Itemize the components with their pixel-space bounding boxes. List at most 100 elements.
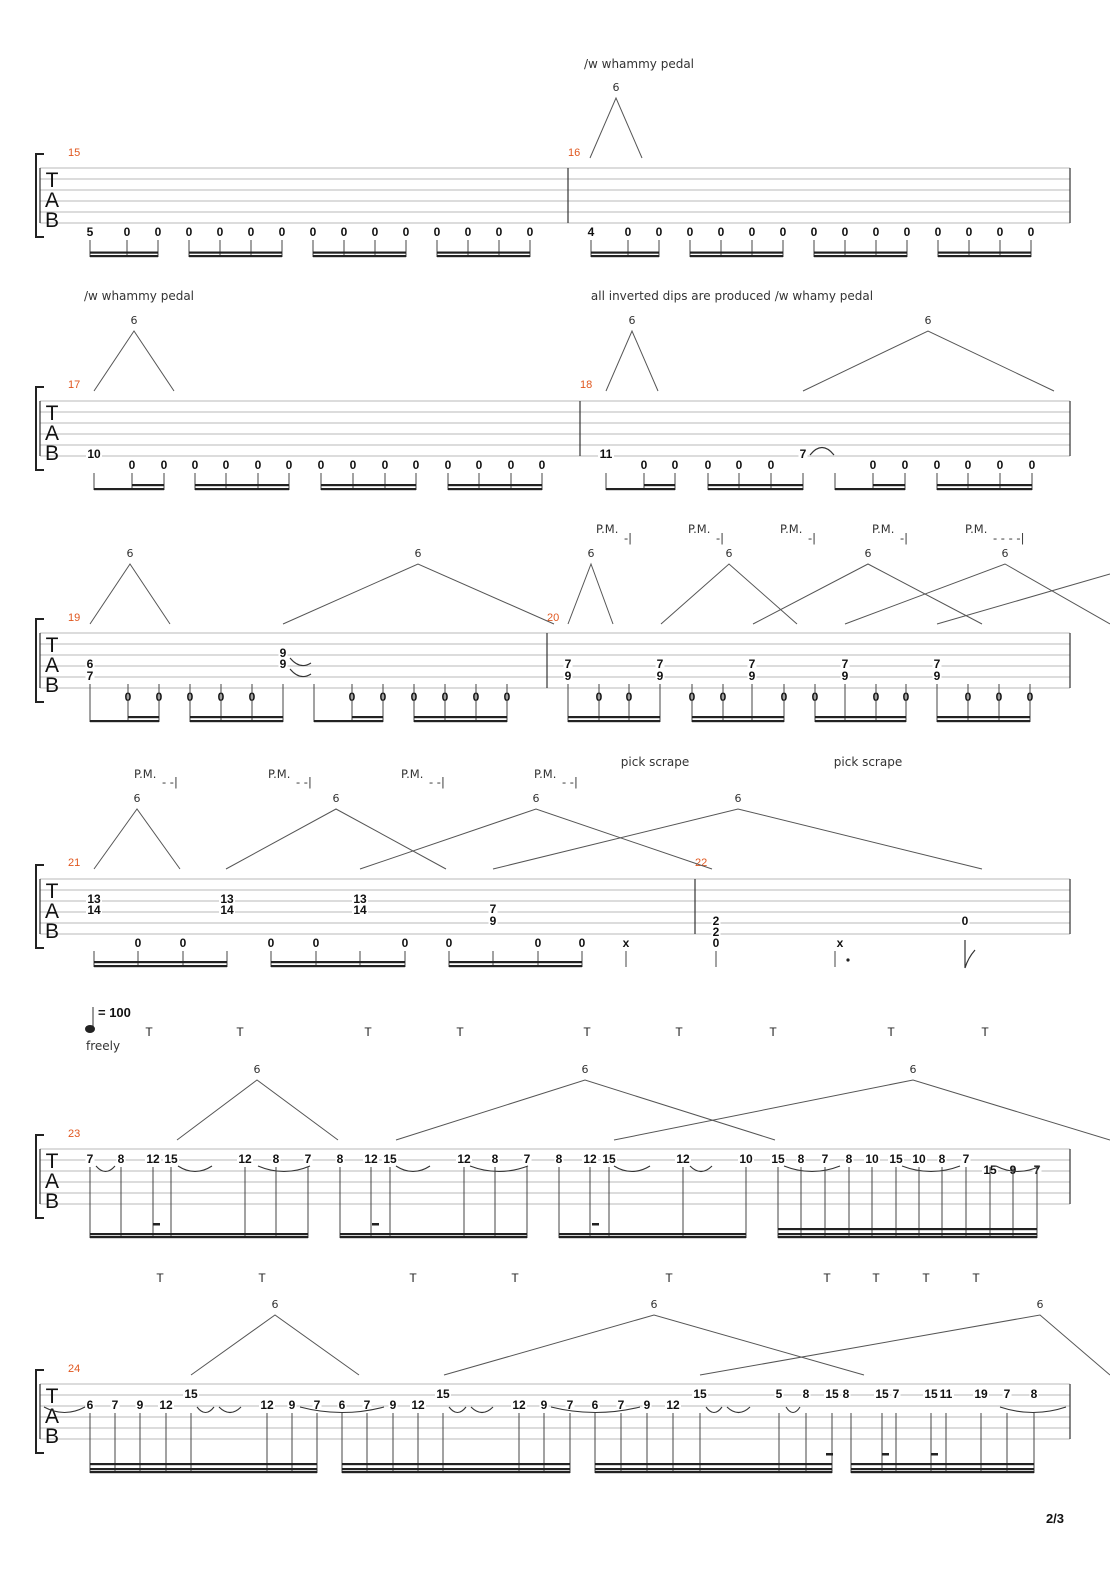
fret-bg — [271, 1153, 281, 1165]
beam — [606, 488, 675, 491]
page-number: 2/3 — [1046, 1511, 1064, 1526]
fret-bg — [840, 226, 850, 238]
fret-number: 0 — [313, 936, 320, 950]
fret-number: 0 — [870, 458, 877, 472]
beam-secondary — [814, 251, 907, 254]
dip-amount: 6 — [272, 1298, 279, 1311]
fret-bg — [703, 459, 713, 471]
fret-number: 12 — [146, 1152, 160, 1166]
dip-amount: 6 — [925, 314, 932, 327]
fret-number: 0 — [255, 458, 262, 472]
tie-arc — [689, 1165, 713, 1173]
fret-bg — [490, 1153, 500, 1165]
fret-bg — [778, 226, 788, 238]
fret-bg — [278, 658, 288, 670]
tie-arc — [299, 1406, 385, 1414]
tab-clef-a: A — [45, 900, 59, 923]
fret-bg — [410, 1399, 426, 1411]
beam-secondary — [414, 716, 507, 719]
beam-secondary — [313, 251, 406, 254]
beam — [90, 1236, 308, 1239]
whammy-dip-bracket — [395, 1079, 776, 1141]
bar-number: 24 — [68, 1363, 80, 1375]
beam-secondary — [937, 484, 1032, 487]
fret-bg — [798, 448, 808, 460]
beam-secondary — [340, 1233, 527, 1236]
whammy-dip-bracket — [359, 808, 713, 870]
fret-number: 11 — [600, 447, 613, 461]
fret-number: 9 — [749, 669, 756, 683]
whammy-dip-bracket — [605, 329, 659, 392]
whammy-annotation: /w whammy pedal — [84, 289, 194, 303]
tab-clef-b: B — [45, 442, 59, 465]
palm-mute-label: P.M. — [268, 767, 290, 781]
fret-bg — [522, 1153, 532, 1165]
fret-bg — [178, 937, 188, 949]
fret-number: 10 — [87, 447, 101, 461]
fret-bg — [891, 1388, 901, 1400]
beam-secondary — [195, 484, 289, 487]
bar-number: 19 — [68, 612, 80, 624]
fret-bg — [190, 459, 200, 471]
fret-number: 0 — [625, 225, 632, 239]
fret-bg — [352, 893, 368, 905]
fret-number: 4 — [588, 225, 595, 239]
bar-number: 17 — [68, 379, 80, 391]
fret-bg — [85, 658, 95, 670]
fret-number: 7 — [314, 1398, 321, 1412]
bar-number: 16 — [568, 147, 580, 159]
beam — [90, 720, 159, 723]
tab-clef-b: B — [45, 920, 59, 943]
tab-clef-b: B — [45, 1190, 59, 1213]
bar-number: 21 — [68, 857, 80, 869]
fret-bg — [716, 226, 726, 238]
fret-number: 9 — [644, 1398, 651, 1412]
beam — [437, 255, 530, 258]
fret-bg — [539, 1399, 549, 1411]
fret-number: 15 — [602, 1152, 616, 1166]
fret-number: 11 — [940, 1387, 953, 1401]
tab-clef-b: B — [45, 674, 59, 697]
pick-scrape-annotation: pick scrape — [621, 755, 689, 769]
beam-secondary — [94, 961, 227, 964]
whammy-dip-bracket — [844, 563, 1110, 625]
tap-marker: T — [872, 1271, 880, 1285]
fret-bg — [335, 1153, 345, 1165]
tap-marker: T — [364, 1025, 372, 1039]
beam — [90, 255, 158, 258]
fret-bg — [973, 1388, 989, 1400]
fret-bg — [237, 1153, 253, 1165]
whammy-dip-bracket — [699, 1314, 1110, 1376]
fret-number: 7 — [490, 902, 497, 916]
fret-bg — [801, 1388, 811, 1400]
tab-clef-t: T — [46, 880, 59, 903]
fret-number: 0 — [161, 458, 168, 472]
tab-clef-b: B — [45, 209, 59, 232]
fret-bg — [820, 1153, 830, 1165]
fret-number: 0 — [279, 225, 286, 239]
beam-secondary — [90, 1463, 317, 1466]
fret-number: 15 — [693, 1387, 707, 1401]
fret-bg — [127, 459, 137, 471]
palm-mute-extent: -| — [808, 531, 816, 545]
palm-mute-label: P.M. — [134, 767, 156, 781]
fret-number: 0 — [476, 458, 483, 472]
fret-bg — [443, 459, 453, 471]
tempo-value: = 100 — [98, 1005, 131, 1020]
fret-number: 7 — [963, 1152, 970, 1166]
fret-bg — [766, 459, 776, 471]
fret-number: 10 — [739, 1152, 753, 1166]
fret-number: 0 — [217, 225, 224, 239]
fret-bg — [874, 1388, 890, 1400]
beam-secondary — [342, 1468, 570, 1471]
dip-amount: 6 — [1002, 547, 1009, 560]
fret-bg — [488, 903, 498, 915]
fret-bg — [86, 448, 102, 460]
fret-number: 0 — [997, 225, 1004, 239]
fret-number: 7 — [1004, 1387, 1011, 1401]
fret-number: 12 — [411, 1398, 425, 1412]
whammy-dip-bracket — [660, 563, 798, 625]
fret-bg — [348, 459, 358, 471]
system-bracket — [35, 618, 44, 703]
